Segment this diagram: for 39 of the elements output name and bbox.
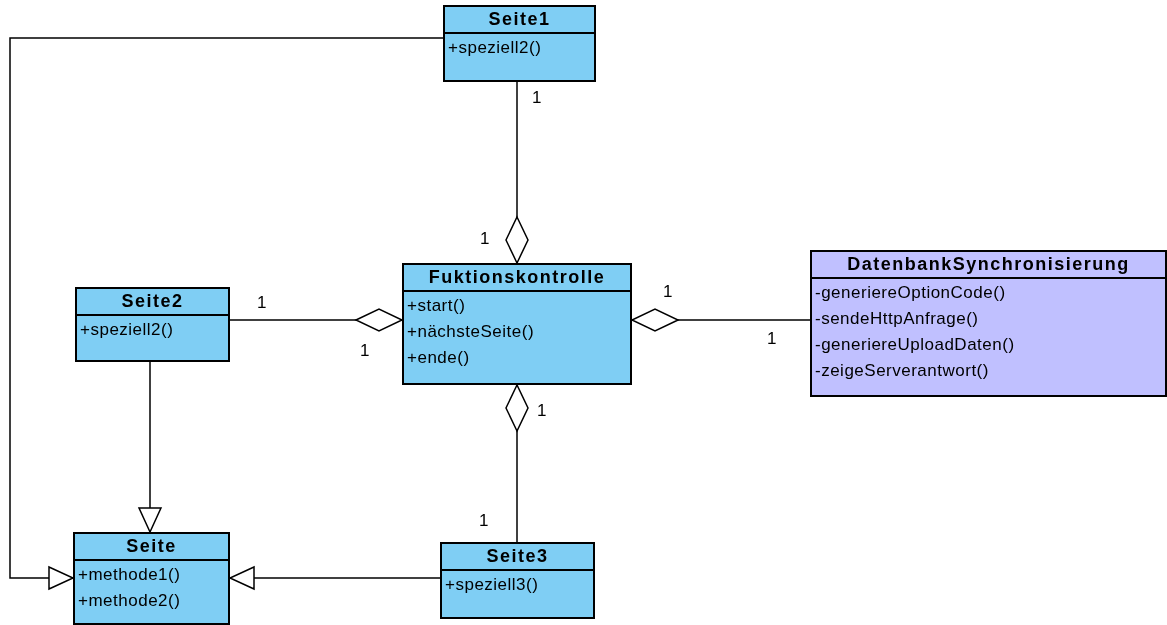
method-name: -zeigeServerantwort() [814, 360, 990, 382]
generalization-arrow [138, 361, 162, 533]
multiplicity-label: 1 [537, 401, 547, 421]
multiplicity-label: 1 [767, 329, 777, 349]
method-name: +methode1() [77, 564, 182, 586]
method-name: +start() [406, 295, 467, 317]
generalization-arrow [9, 37, 444, 590]
class-name: Seite [75, 534, 228, 561]
multiplicity-label: 1 [480, 229, 490, 249]
class-name: DatenbankSynchronisierung [812, 252, 1165, 279]
method-name: +ende() [406, 347, 471, 369]
class-box [443, 5, 596, 82]
method-name: -generiereOptionCode() [814, 282, 1007, 304]
method-name: -generiereUploadDaten() [814, 334, 1016, 356]
method-name: +speziell3() [444, 574, 540, 596]
aggregation-line [505, 384, 529, 543]
class-box [75, 287, 230, 362]
multiplicity-label: 1 [257, 293, 267, 313]
aggregation-line [229, 308, 403, 332]
method-name: -sendeHttpAnfrage() [814, 308, 980, 330]
class-box [810, 250, 1167, 397]
class-box [402, 263, 632, 385]
class-name: Fuktionskontrolle [404, 265, 630, 292]
method-name: +methode2() [77, 590, 182, 612]
aggregation-line [505, 81, 529, 264]
method-name: +speziell2() [447, 37, 543, 59]
class-name: Seite3 [442, 544, 593, 571]
method-name: +nächsteSeite() [406, 321, 536, 343]
class-box [440, 542, 595, 619]
class-name: Seite1 [445, 7, 594, 34]
multiplicity-label: 1 [479, 511, 489, 531]
multiplicity-label: 1 [663, 282, 673, 302]
multiplicity-label: 1 [360, 341, 370, 361]
aggregation-line [631, 308, 811, 332]
method-name: +speziell2() [79, 319, 175, 341]
class-name: Seite2 [77, 289, 228, 316]
multiplicity-label: 1 [532, 88, 542, 108]
class-box [73, 532, 230, 625]
generalization-arrow [229, 566, 441, 590]
